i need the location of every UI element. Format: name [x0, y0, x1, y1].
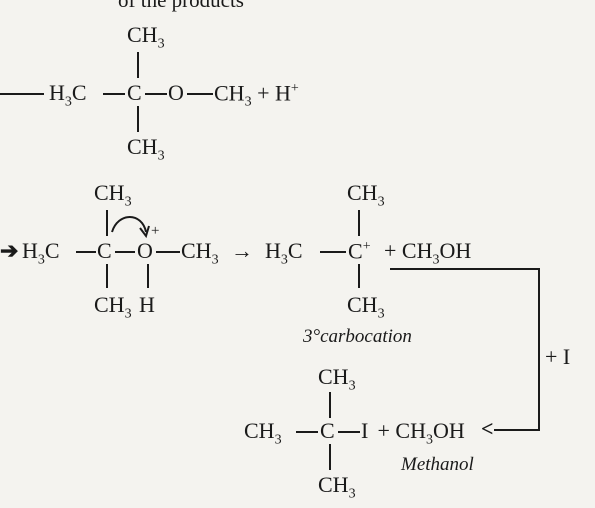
connector-bottom	[494, 429, 540, 431]
final-carbon: C	[320, 418, 335, 443]
step2-oxygen: O	[137, 238, 153, 263]
step1-carbon: C	[127, 80, 142, 105]
bond	[338, 431, 360, 433]
product-carbon: C+	[348, 238, 371, 264]
bond	[329, 444, 331, 470]
bond	[156, 251, 180, 253]
step2-hydrogen: H	[139, 292, 155, 317]
final-top-methyl: CH3	[318, 364, 356, 394]
step1-oxygen: O	[168, 80, 184, 105]
arrowhead-left: <	[481, 416, 494, 441]
step2-top-methyl: CH3	[94, 180, 132, 210]
product-top-methyl: CH3	[347, 180, 385, 210]
bond	[147, 264, 149, 288]
bond	[76, 251, 96, 253]
methanol-label: Methanol	[401, 454, 474, 475]
step1-top-methyl: CH3	[127, 22, 165, 52]
bond	[358, 264, 360, 288]
final-left-methyl: CH3	[244, 418, 282, 448]
bond	[137, 52, 139, 78]
step1-bottom-methyl: CH3	[127, 134, 165, 164]
connector-top	[390, 268, 540, 270]
product-plus-methanol: + CH3OH	[384, 238, 472, 268]
final-plus-methanol: + CH3OH	[372, 418, 465, 448]
step1-right-methyl: CH3 + H+	[214, 80, 299, 110]
step2-carbon: C	[97, 238, 112, 263]
reaction-arrow: ➔	[0, 238, 19, 263]
step2-oxygen-charge: +	[151, 223, 160, 239]
incoming-line	[0, 93, 44, 95]
product-left-methyl: H3C	[265, 238, 303, 268]
bond	[106, 264, 108, 288]
step1-left-methyl: H3C	[49, 80, 87, 110]
bond	[358, 210, 360, 236]
step2-left-methyl: H3C	[22, 238, 60, 268]
bond	[115, 251, 135, 253]
bond	[137, 106, 139, 132]
side-reagent-label: + I	[545, 344, 571, 369]
bond	[145, 93, 167, 95]
header-fragment: of the products	[118, 0, 244, 12]
bond	[320, 251, 346, 253]
bond	[106, 210, 108, 236]
final-bottom-methyl: CH3	[318, 472, 356, 502]
arrow-to-carbocation: →	[231, 238, 253, 263]
connector-right	[538, 268, 540, 431]
step2-bottom-methyl: CH3	[94, 292, 132, 322]
bond	[329, 392, 331, 418]
carbocation-label: 3°carbocation	[303, 326, 412, 347]
step2-right-methyl: CH3	[181, 238, 219, 268]
bond	[103, 93, 125, 95]
product-bottom-methyl: CH3	[347, 292, 385, 322]
final-iodine: I	[361, 418, 369, 443]
bond	[296, 431, 318, 433]
bond	[187, 93, 213, 95]
